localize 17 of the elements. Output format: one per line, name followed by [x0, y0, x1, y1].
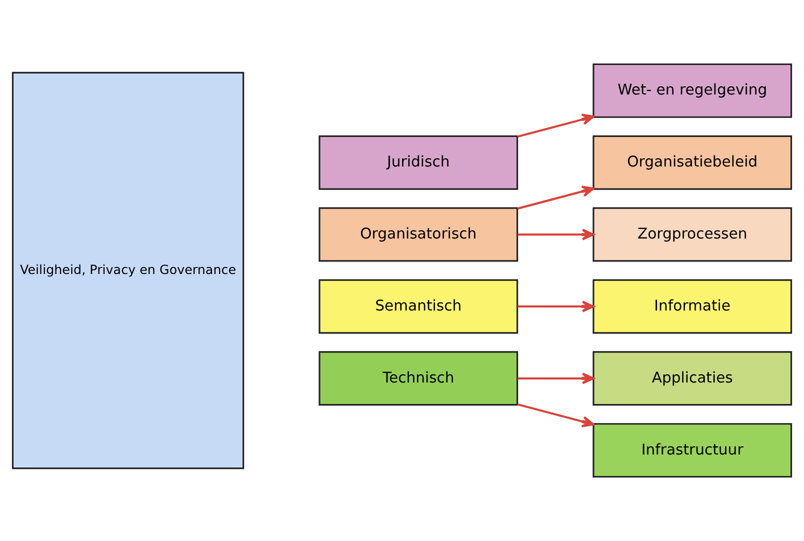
- arrow: [517, 114, 594, 138]
- node-box: Applicaties: [592, 351, 792, 406]
- arrow: [517, 186, 594, 210]
- arrow: [518, 228, 594, 240]
- arrow: [518, 372, 594, 384]
- node-box: Technisch: [318, 351, 518, 406]
- node-box: Veiligheid, Privacy en Governance: [12, 72, 244, 470]
- node-box: Organisatorisch: [318, 207, 518, 262]
- node-box: Wet- en regelgeving: [592, 63, 792, 118]
- node-box: Juridisch: [318, 135, 518, 190]
- arrow: [518, 300, 594, 312]
- node-box: Organisatiebeleid: [592, 135, 792, 190]
- node-box: Infrastructuur: [592, 423, 792, 478]
- arrow: [517, 403, 594, 428]
- node-box: Zorgprocessen: [592, 207, 792, 262]
- node-box: Informatie: [592, 279, 792, 334]
- node-box: Semantisch: [318, 279, 518, 334]
